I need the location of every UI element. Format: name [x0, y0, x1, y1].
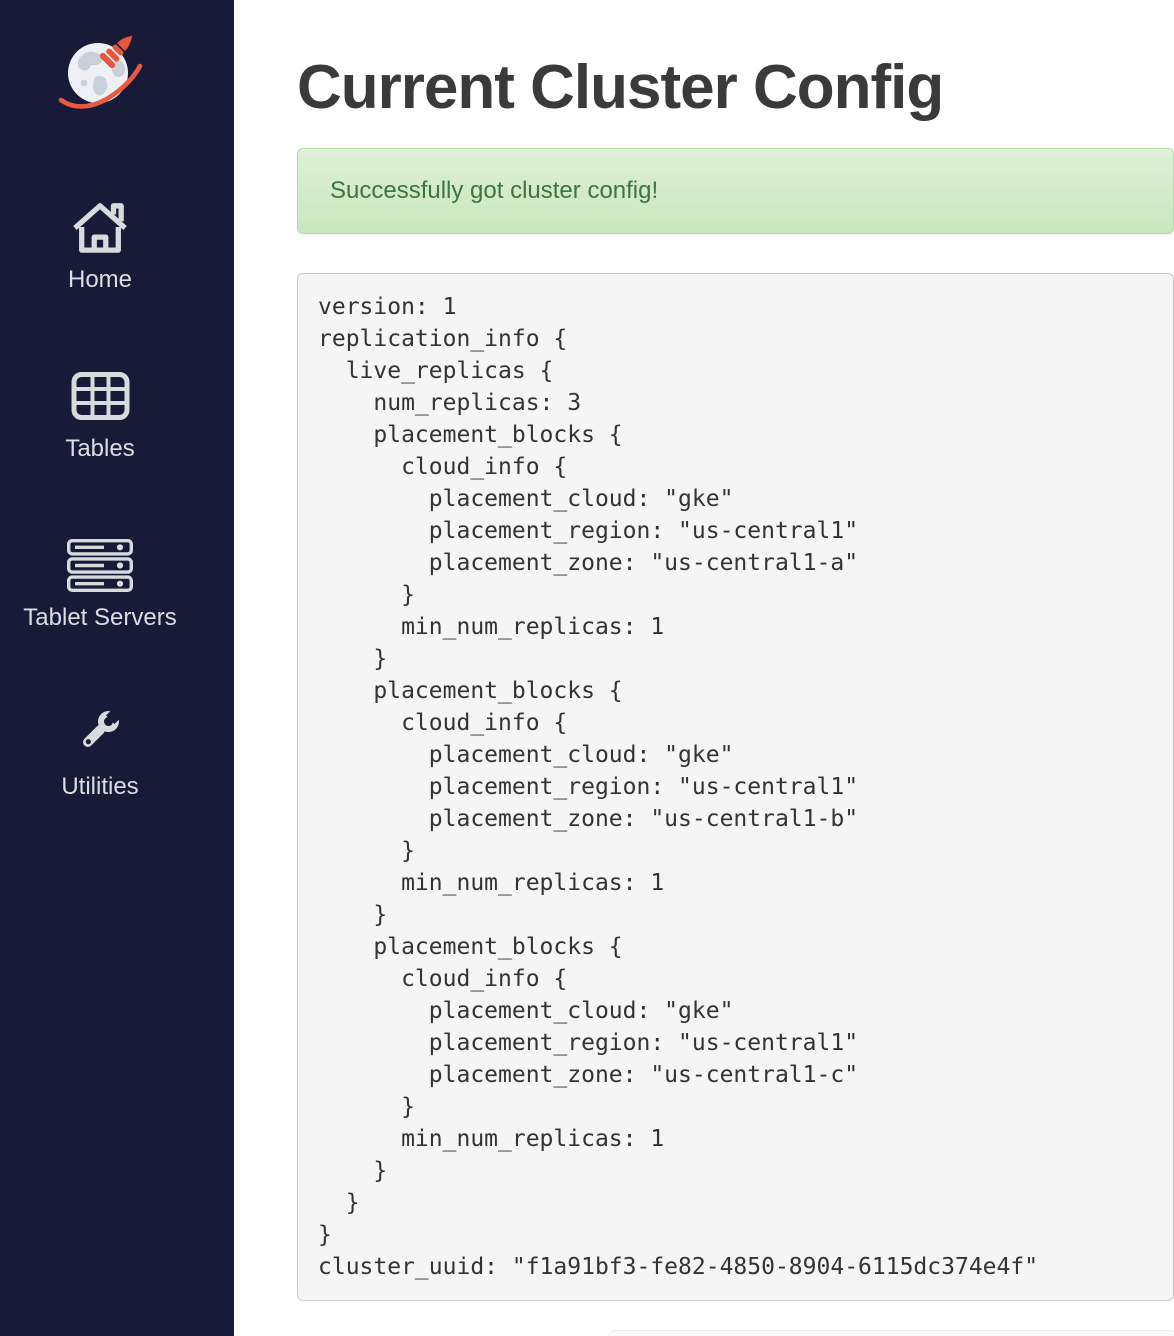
partial-bottom-panel: [608, 1330, 1174, 1336]
sidebar-item-tablet-servers[interactable]: Tablet Servers: [0, 538, 200, 633]
sidebar-item-tables[interactable]: Tables: [0, 369, 200, 464]
tablet-servers-icon: [67, 538, 133, 592]
alert-message: Successfully got cluster config!: [330, 177, 659, 204]
sidebar-nav: Home Tables: [0, 200, 200, 876]
app-logo[interactable]: [54, 26, 146, 114]
sidebar-item-label: Tables: [65, 435, 135, 462]
sidebar-item-utilities[interactable]: Utilities: [0, 707, 200, 802]
main-content: Current Cluster Config Successfully got …: [234, 0, 1174, 1336]
success-alert: Successfully got cluster config!: [297, 148, 1174, 234]
page-title: Current Cluster Config: [297, 53, 944, 122]
sidebar-item-label: Tablet Servers: [23, 604, 177, 631]
sidebar: Home Tables: [0, 0, 234, 1336]
tables-icon: [71, 369, 130, 423]
home-icon: [69, 200, 131, 254]
sidebar-item-home[interactable]: Home: [0, 200, 200, 295]
sidebar-item-label: Home: [67, 266, 133, 293]
globe-rocket-logo-icon: [58, 35, 143, 109]
wrench-icon: [72, 707, 128, 761]
sidebar-item-label: Utilities: [61, 773, 139, 800]
cluster-config-text: version: 1 replication_info { live_repli…: [297, 273, 1174, 1301]
